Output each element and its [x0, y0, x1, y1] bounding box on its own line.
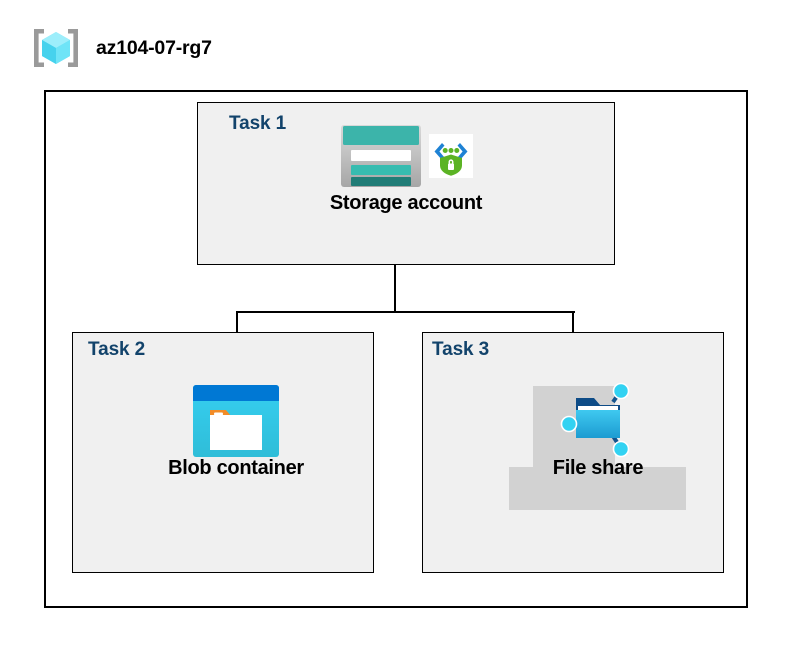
connector-horizontal-bus: [236, 311, 575, 314]
task-3-label: Task 3: [432, 339, 490, 360]
page-title: az104-07-rg7: [96, 36, 212, 59]
task-2-label: Task 2: [88, 339, 146, 360]
resource-group-cube-icon: [30, 26, 82, 70]
storage-account-icon-group: [290, 120, 522, 192]
resource-group-title-row: az104-07-rg7: [30, 26, 212, 70]
blob-container-icon-group: [130, 385, 342, 457]
security-shield-badge-icon: [429, 134, 473, 178]
file-share-icon: [558, 380, 638, 462]
file-share-icon-group: [500, 382, 696, 458]
file-share-text-selection-highlight: [509, 467, 686, 510]
storage-account-icon: [339, 123, 423, 189]
connector-storage-to-bus: [394, 228, 397, 313]
node-storage-account[interactable]: Storage account: [290, 120, 522, 215]
file-share-caption: File share: [552, 457, 644, 479]
blob-container-icon: [190, 381, 282, 461]
task-1-label: Task 1: [229, 113, 287, 134]
node-file-share[interactable]: File share: [500, 382, 696, 480]
blob-container-caption: Blob container: [168, 457, 304, 479]
storage-account-caption: Storage account: [329, 192, 483, 214]
node-blob-container[interactable]: Blob container: [130, 385, 342, 480]
